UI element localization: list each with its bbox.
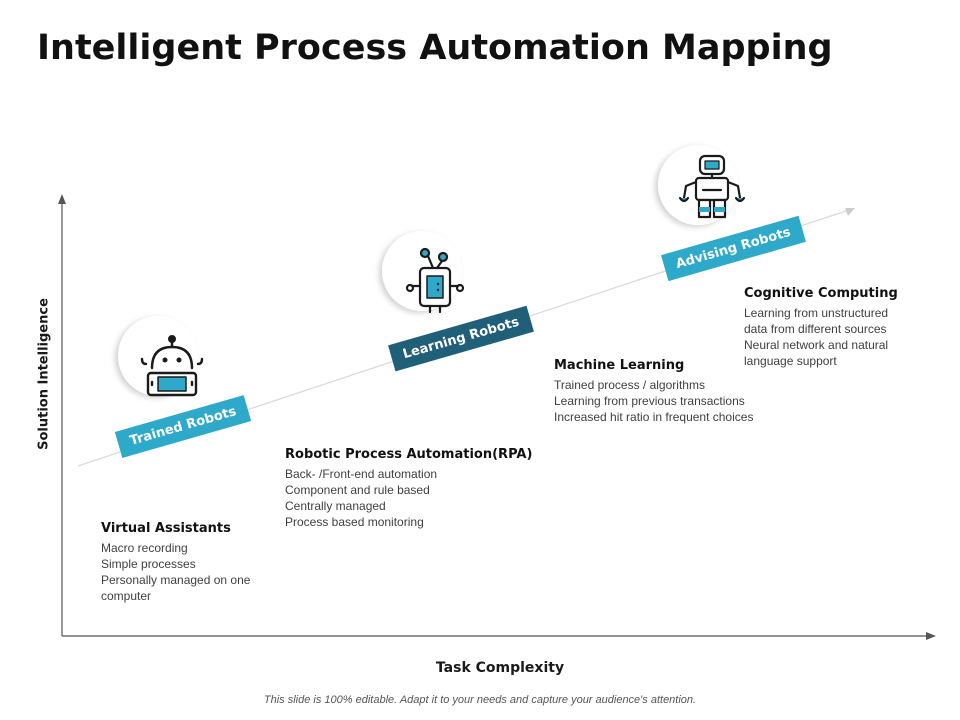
block-line: Personally managed on one	[101, 573, 251, 587]
block-line: data from different sources	[744, 322, 887, 336]
block-heading: Virtual Assistants	[101, 521, 231, 536]
block-line: Component and rule based	[285, 483, 430, 497]
robot-head-icon	[140, 335, 204, 397]
text-block-machine-learning: Machine Learning Trained process / algor…	[554, 358, 794, 425]
y-axis-label: Solution Intelligence	[36, 298, 52, 450]
humanoid-robot-icon	[678, 154, 746, 219]
x-axis	[62, 632, 936, 640]
slide-title: Intelligent Process Automation Mapping	[37, 28, 833, 68]
block-line: Centrally managed	[285, 499, 386, 513]
y-axis	[58, 194, 66, 636]
text-block-cognitive-computing: Cognitive Computing Learning from unstru…	[744, 286, 944, 369]
footer-note: This slide is 100% editable. Adapt it to…	[263, 694, 697, 706]
text-block-virtual-assistants: Virtual Assistants Macro recording Simpl…	[101, 521, 281, 604]
x-axis-label: Task Complexity	[435, 660, 565, 676]
robot-antenna-icon	[405, 247, 465, 314]
block-line: Simple processes	[101, 557, 196, 571]
block-heading: Cognitive Computing	[744, 286, 898, 301]
block-line: Macro recording	[101, 541, 188, 555]
block-line: Learning from unstructured	[744, 306, 889, 320]
block-line: language support	[744, 354, 837, 368]
block-line: Learning from previous transactions	[554, 394, 745, 408]
block-line: Back- /Front-end automation	[285, 467, 438, 481]
block-line: computer	[101, 589, 152, 603]
block-line: Trained process / algorithms	[554, 378, 705, 392]
block-line: Neural network and natural	[744, 338, 889, 352]
block-heading: Machine Learning	[554, 358, 685, 373]
block-line: Increased hit ratio in frequent choices	[554, 410, 754, 424]
block-line: Process based monitoring	[285, 515, 424, 529]
block-heading: Robotic Process Automation(RPA)	[285, 447, 533, 462]
text-block-rpa: Robotic Process Automation(RPA) Back- /F…	[285, 447, 585, 530]
